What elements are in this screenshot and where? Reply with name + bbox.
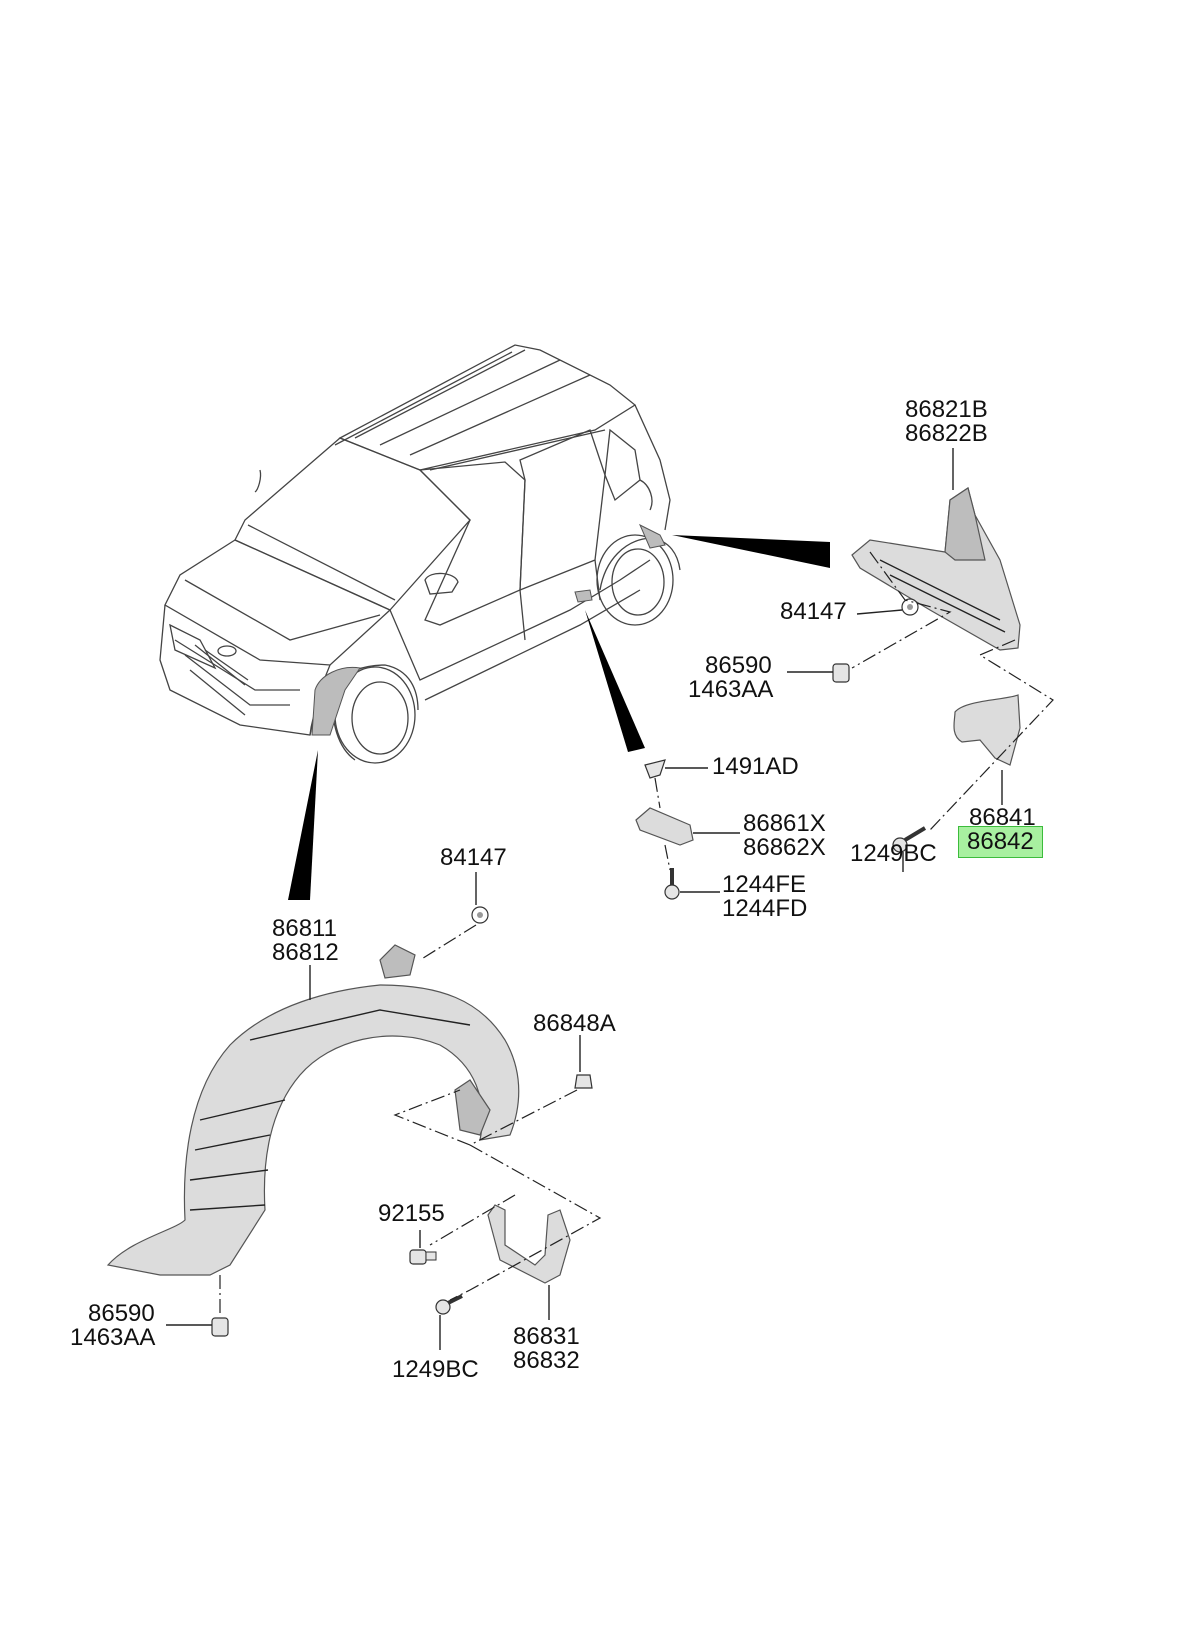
part-label-1463aa-rear[interactable]: 1463AA [688,676,774,703]
clip-icon [574,1074,593,1089]
part-label-86822b[interactable]: 86822B [905,420,988,447]
part-label-86590-front[interactable]: 86590 [88,1300,155,1327]
front-wheel-guard-icon [106,944,520,1276]
clip-icon [471,906,489,924]
part-label-1249bc-rear[interactable]: 1249BC [850,840,937,867]
screw-icon [435,1294,463,1315]
part-label-86842-selected[interactable]: 86842 [958,826,1043,858]
part-label-86831[interactable]: 86831 [513,1323,580,1350]
part-label-86861x[interactable]: 86861X [743,810,826,837]
part-label-86848a[interactable]: 86848A [533,1010,616,1037]
part-label-1244fe[interactable]: 1244FE [722,871,807,898]
clip-icon [901,598,919,616]
front-mudguard-icon [487,1204,571,1284]
part-label-84147-rear[interactable]: 84147 [780,598,847,625]
part-label-86811[interactable]: 86811 [272,915,337,942]
part-label-1491ad[interactable]: 1491AD [712,753,799,780]
part-label-1463aa-front[interactable]: 1463AA [70,1324,156,1351]
clip-icon [644,759,666,779]
side-bracket-icon [635,807,694,846]
bolt-icon [832,663,850,683]
part-label-86841[interactable]: 86841 [969,804,1036,831]
part-label-84147-front[interactable]: 84147 [440,844,507,871]
screw-icon [664,868,680,900]
bolt-icon [409,1249,437,1265]
part-label-86812[interactable]: 86812 [272,939,339,966]
part-label-86862x[interactable]: 86862X [743,834,826,861]
car-outline-icon [159,344,681,764]
rear-mudguard-icon [953,694,1021,766]
screw-icon [892,826,927,853]
bolt-icon [211,1317,229,1337]
part-label-1244fd[interactable]: 1244FD [722,895,808,922]
part-label-86832[interactable]: 86832 [513,1347,580,1374]
part-label-86590-rear[interactable]: 86590 [705,652,772,679]
part-label-86821b[interactable]: 86821B [905,396,988,423]
part-label-1249bc-front[interactable]: 1249BC [392,1356,479,1383]
rear-wheel-guard-icon [851,487,1021,651]
callout-pointers [288,535,830,900]
part-label-92155[interactable]: 92155 [378,1200,445,1227]
